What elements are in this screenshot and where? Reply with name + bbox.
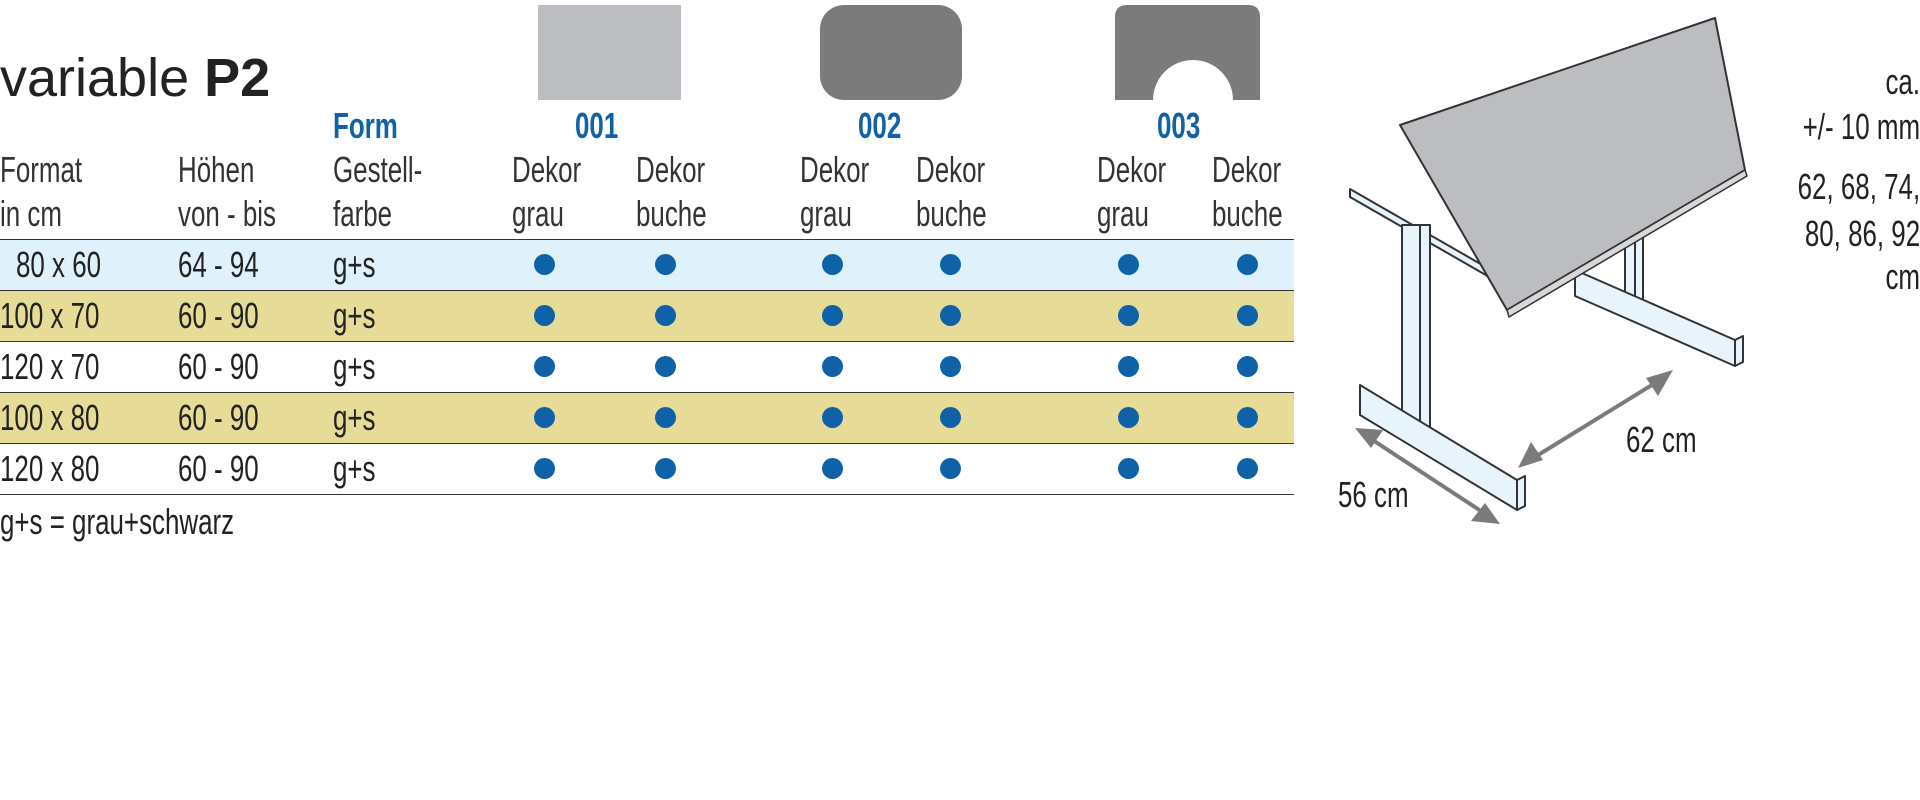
table-row <box>0 291 1294 341</box>
availability-dot <box>1237 407 1258 428</box>
format-cell: 120 x 70 <box>0 346 100 387</box>
row-divider <box>0 443 1294 444</box>
format-cell: 80 x 60 <box>16 244 102 285</box>
availability-dot <box>1118 458 1139 479</box>
availability-dot <box>534 254 555 275</box>
frame-cell: g+s <box>333 397 376 438</box>
availability-dot <box>534 356 555 377</box>
decor-buche-header: Dekor buche <box>916 149 987 234</box>
availability-dot <box>1118 407 1139 428</box>
availability-dot <box>822 407 843 428</box>
availability-dot <box>534 458 555 479</box>
fixed-heights-line-2: 80, 86, 92 <box>1804 213 1920 254</box>
form-label: Form <box>333 105 398 146</box>
availability-dot <box>1118 305 1139 326</box>
heights-cell: 60 - 90 <box>178 295 259 336</box>
availability-dot <box>1118 356 1139 377</box>
row-divider <box>0 341 1294 342</box>
availability-dot <box>534 407 555 428</box>
fixed-heights-unit: cm <box>1885 256 1920 297</box>
format-header: Format in cm <box>0 149 83 234</box>
heights-cell: 60 - 90 <box>178 448 259 489</box>
row-divider <box>0 392 1294 393</box>
tolerance-value: +/- 10 mm <box>1802 106 1920 147</box>
format-cell: 100 x 70 <box>0 295 100 336</box>
heights-cell: 60 - 90 <box>178 346 259 387</box>
availability-dot <box>655 407 676 428</box>
form-002-label: 002 <box>858 105 902 146</box>
availability-dot <box>655 356 676 377</box>
availability-dot <box>1237 458 1258 479</box>
page-title: variable P2 <box>0 48 271 108</box>
availability-dot <box>822 305 843 326</box>
frame-cell: g+s <box>333 448 376 489</box>
decor-buche-header: Dekor buche <box>636 149 707 234</box>
availability-dot <box>655 254 676 275</box>
availability-dot <box>1237 254 1258 275</box>
availability-dot <box>940 356 961 377</box>
table-bottom-rule <box>0 494 1294 495</box>
availability-dot <box>940 458 961 479</box>
frame-cell: g+s <box>333 295 376 336</box>
availability-dot <box>822 254 843 275</box>
availability-dot <box>1237 356 1258 377</box>
table-illustration <box>1349 17 1748 524</box>
availability-dot <box>940 305 961 326</box>
frame-color-header: Gestell- farbe <box>333 149 423 234</box>
heights-header: Höhen von - bis <box>178 149 276 234</box>
availability-dot <box>534 305 555 326</box>
decor-grau-header: Dekor grau <box>512 149 582 234</box>
availability-dot <box>1237 305 1258 326</box>
form-002-swatch <box>820 5 962 100</box>
table-row <box>0 342 1294 392</box>
form-001-label: 001 <box>575 105 619 146</box>
heights-cell: 64 - 94 <box>178 244 259 285</box>
table-row <box>0 444 1294 494</box>
width-dimension-label: 62 cm <box>1626 419 1697 460</box>
availability-dot <box>655 458 676 479</box>
footnote: g+s = grau+schwarz <box>0 501 235 542</box>
availability-dot <box>822 356 843 377</box>
frame-cell: g+s <box>333 244 376 285</box>
availability-dot <box>822 458 843 479</box>
format-cell: 120 x 80 <box>0 448 100 489</box>
availability-dot <box>655 305 676 326</box>
decor-grau-header: Dekor grau <box>1097 149 1167 234</box>
tolerance-ca: ca. <box>1885 61 1920 102</box>
form-003-swatch <box>1115 5 1260 100</box>
fixed-heights-line-1: 62, 68, 74, <box>1797 166 1920 207</box>
table-top-rule <box>0 239 1294 240</box>
availability-dot <box>940 254 961 275</box>
form-001-swatch <box>538 5 681 100</box>
format-cell: 100 x 80 <box>0 397 100 438</box>
availability-dot <box>1118 254 1139 275</box>
heights-cell: 60 - 90 <box>178 397 259 438</box>
row-divider <box>0 290 1294 291</box>
availability-dot <box>940 407 961 428</box>
table-row <box>0 240 1294 290</box>
decor-grau-header: Dekor grau <box>800 149 870 234</box>
decor-buche-header: Dekor buche <box>1212 149 1283 234</box>
form-003-label: 003 <box>1157 105 1201 146</box>
frame-cell: g+s <box>333 346 376 387</box>
table-row <box>0 393 1294 443</box>
depth-dimension-label: 56 cm <box>1338 474 1409 515</box>
